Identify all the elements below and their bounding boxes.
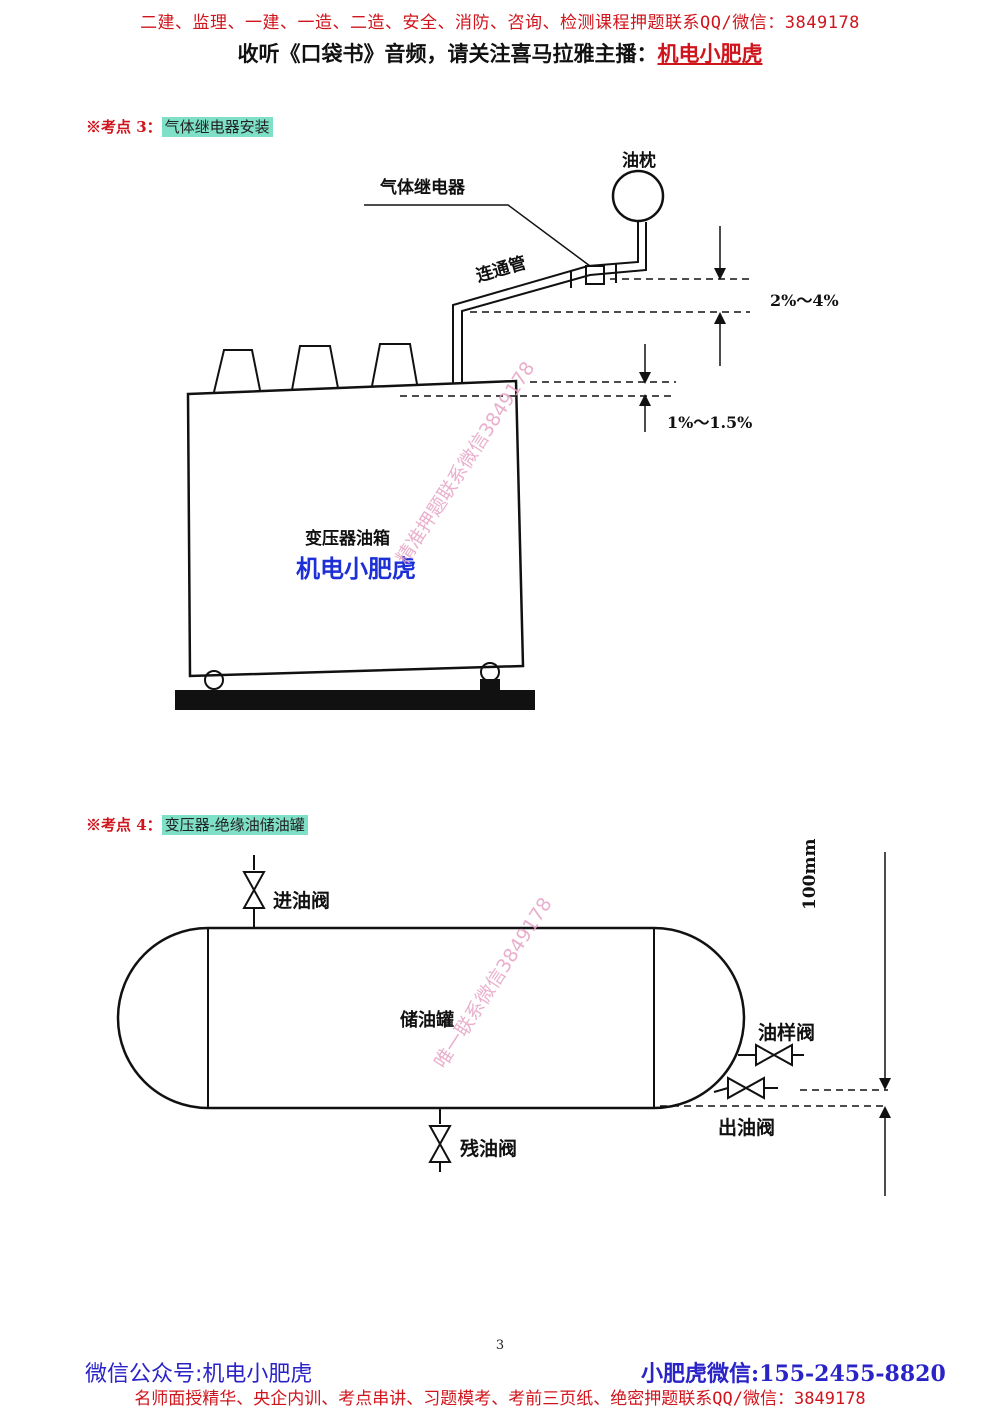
label-height-100mm: 100mm xyxy=(800,838,820,910)
inlet-valve-symbol xyxy=(242,871,266,909)
label-storage-tank: 储油罐 xyxy=(400,1010,454,1031)
residual-valve-symbol xyxy=(428,1125,452,1163)
sample-valve-symbol xyxy=(755,1043,793,1067)
gas-relay-diagram xyxy=(175,169,750,710)
gas-relay-box xyxy=(585,265,605,285)
footer-wechat-contact: 小肥虎微信:155-2455-8820 xyxy=(641,1361,946,1387)
gas-relay-leader xyxy=(364,204,591,267)
section4-heading: ※考点 4：变压器-绝缘油储油罐 xyxy=(86,814,308,835)
label-residual-valve: 残油阀 xyxy=(460,1138,518,1160)
section4-title: 变压器-绝缘油储油罐 xyxy=(161,815,308,835)
footer-promo-line: 名师面授精华、央企内训、考点串讲、习题模考、考前三页纸、绝密押题联系QQ/微信：… xyxy=(134,1389,866,1409)
section3-marker: ※考点 3： xyxy=(86,118,162,136)
label-transformer-tank: 变压器油箱 xyxy=(305,529,390,549)
bushing-3 xyxy=(371,343,418,387)
base-plate xyxy=(175,690,535,710)
connecting-pipe xyxy=(452,220,639,384)
wheel-right xyxy=(480,662,500,682)
connecting-pipe-inner xyxy=(461,222,647,384)
label-conservator: 油枕 xyxy=(622,151,656,171)
outlet-valve-symbol xyxy=(727,1076,765,1100)
section4-marker: ※考点 4： xyxy=(86,816,162,834)
label-sample-valve: 油样阀 xyxy=(758,1022,816,1044)
oil-tank-diagram xyxy=(116,852,891,1196)
page-number: 3 xyxy=(495,1338,505,1353)
transformer-tank xyxy=(186,379,525,678)
label-slope-tank: 1%～1.5% xyxy=(667,413,753,432)
label-outlet-valve: 出油阀 xyxy=(718,1117,776,1139)
header-promo-line: 二建、监理、一建、一造、二造、安全、消防、咨询、检测课程押题联系QQ/微信：38… xyxy=(140,13,860,33)
conservator xyxy=(611,169,665,223)
header-anchor-name[interactable]: 机电小肥虎 xyxy=(657,41,763,66)
bushing-1 xyxy=(213,349,261,393)
bushing-2 xyxy=(291,345,339,391)
header-audio-line: 收听《口袋书》音频，请关注喜马拉雅主播：机电小肥虎 xyxy=(0,38,1000,68)
label-inlet-valve: 进油阀 xyxy=(273,890,331,912)
watermark-anchor-name: 机电小肥虎 xyxy=(296,555,416,583)
wheel-left xyxy=(204,670,224,690)
label-slope-pipe: 2%～4% xyxy=(770,291,839,310)
section3-heading: ※考点 3：气体继电器安装 xyxy=(86,116,273,137)
footer-wechat-public: 微信公众号:机电小肥虎 xyxy=(85,1362,313,1387)
section3-title: 气体继电器安装 xyxy=(161,117,273,137)
label-gas-relay: 气体继电器 xyxy=(380,178,465,198)
header-audio-prefix: 收听《口袋书》音频，请关注喜马拉雅主播： xyxy=(237,41,658,66)
